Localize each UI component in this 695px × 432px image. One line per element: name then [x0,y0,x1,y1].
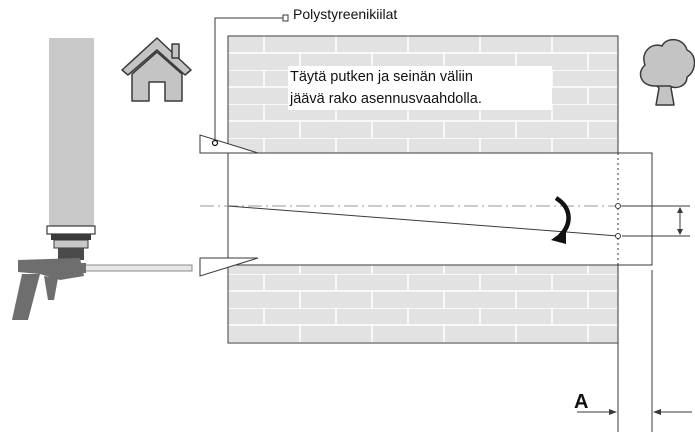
foam-can-ring [53,239,89,249]
dim-a-arrow-left [609,409,617,415]
dim-a-arrow-right [653,409,661,415]
foam-adapter [58,248,84,260]
polystyrene-strips-label: Polystyreenikiilat [293,6,398,22]
tree-icon [639,38,695,106]
instruction-line-2: jäävä rako asennusvaahdolla. [290,91,482,107]
instruction-line-1: Täytä putken ja seinän väliin [290,69,473,85]
slope-point-bottom [615,233,621,239]
strips-leader-end [282,14,289,22]
foam-can-body [49,38,94,228]
pipe [227,152,653,266]
gun-body [18,258,84,280]
dimension-a-label: A [574,391,589,413]
gun-handle [12,274,40,320]
slope-dim-arrow-up [677,207,683,213]
foam-gun-icon [12,38,193,320]
slope-point-top [615,203,621,209]
wedge-marker [211,139,219,147]
foam-can-collar [51,234,91,240]
wall-lower [227,264,619,344]
gun-barrel [83,264,193,272]
instruction-text: Täytä putken ja seinän väliin jäävä rako… [288,66,552,110]
gun-trigger [44,276,58,300]
strips-leader-line [214,17,285,140]
slope-line [227,205,619,237]
slope-dim-arrow-down [677,229,683,235]
foam-can-shoulder [46,225,96,235]
house-icon [121,37,192,102]
curved-arrow-head [551,229,566,244]
wedge-bottom [199,257,259,277]
